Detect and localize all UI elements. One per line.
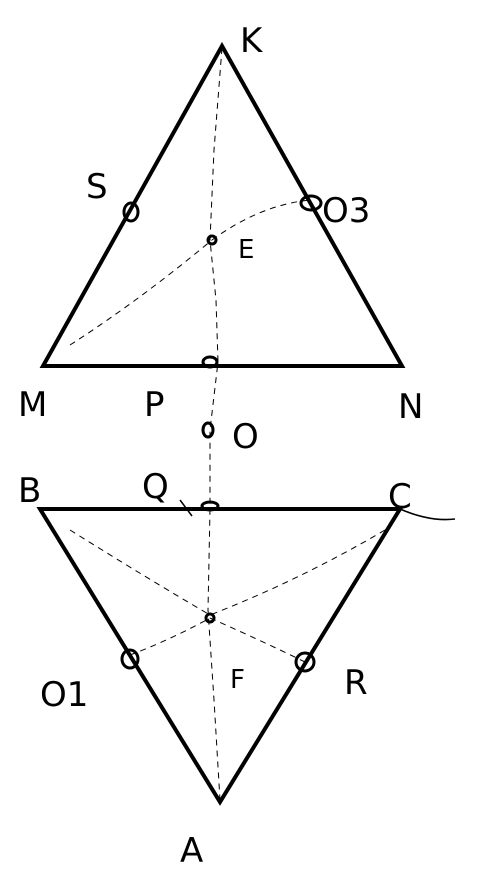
stroke-mark-c	[399, 508, 456, 521]
dashed-line-c-f	[209, 529, 386, 616]
label-c: C	[388, 477, 412, 517]
label-o: O	[232, 417, 259, 457]
triangle-kmn	[39, 41, 406, 368]
dashed-line-e-o3	[211, 199, 311, 241]
dashed-line-m-e	[69, 239, 213, 346]
point-s	[122, 201, 140, 223]
triangle-abc	[36, 507, 404, 806]
stroke-mark-q	[179, 499, 193, 517]
point-q	[200, 500, 220, 512]
point-r	[294, 651, 316, 673]
dashed-line-o1-f	[129, 617, 211, 656]
point-f	[204, 612, 216, 624]
point-o3	[299, 194, 323, 212]
point-e	[206, 234, 218, 246]
label-a: A	[180, 831, 203, 871]
point-p	[201, 355, 219, 369]
label-k: K	[240, 21, 264, 61]
label-s: S	[86, 167, 108, 207]
dashed-line-b-f	[69, 529, 211, 616]
axis-dashed-line	[207, 47, 223, 801]
point-o	[201, 421, 215, 439]
label-r: R	[344, 663, 368, 703]
label-p: P	[144, 385, 165, 425]
label-q: Q	[142, 467, 169, 507]
label-f: F	[230, 665, 245, 695]
label-b: B	[18, 471, 41, 511]
label-o1: O1	[40, 675, 88, 715]
dashed-line-f-r	[209, 617, 306, 663]
label-e: E	[238, 235, 254, 265]
label-n: N	[398, 387, 423, 427]
label-m: M	[18, 385, 47, 425]
label-o3: O3	[322, 191, 370, 231]
point-o1	[120, 648, 140, 670]
